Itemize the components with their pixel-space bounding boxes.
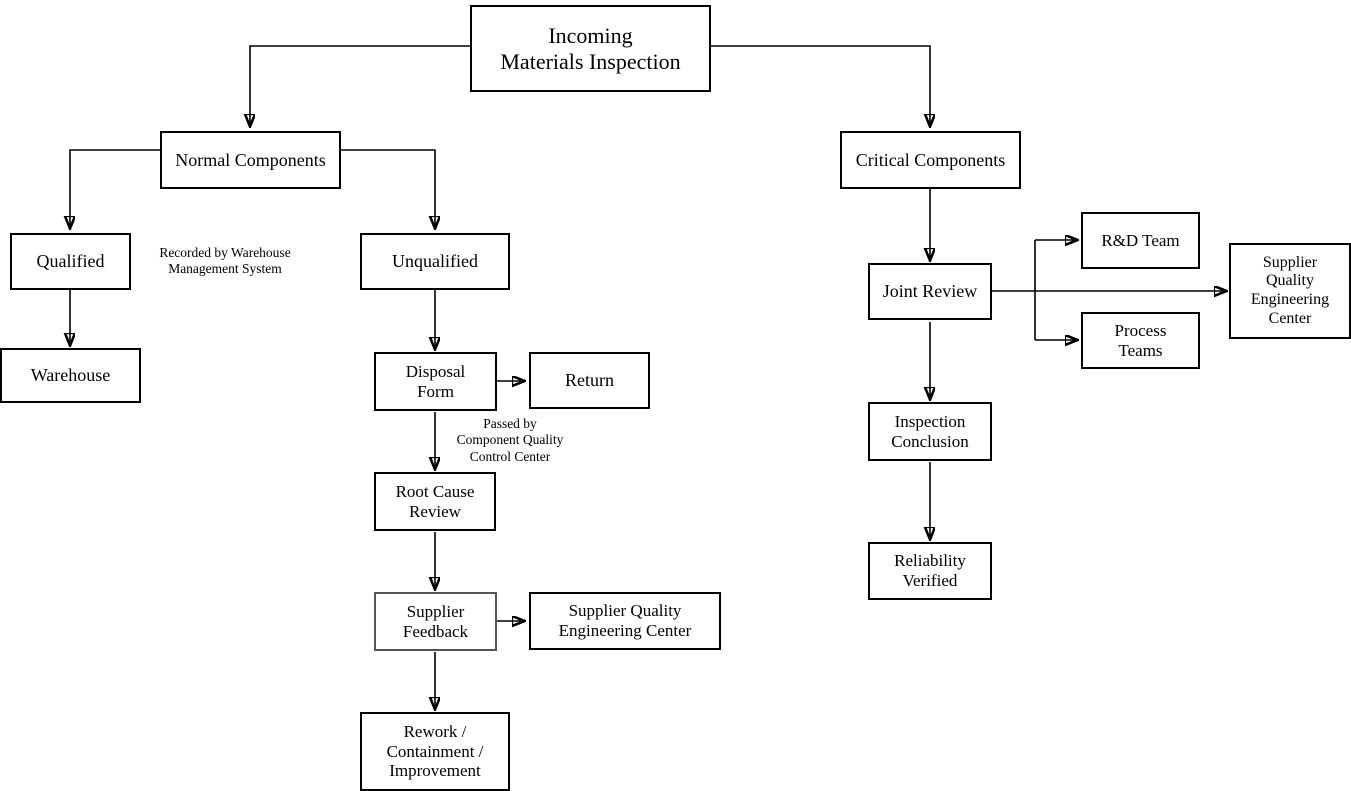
node-label: Incoming Materials Inspection [500,22,681,74]
edge-incoming-to-normal [250,45,470,126]
node-label: Supplier Feedback [402,601,469,641]
node-normal-components[interactable]: Normal Components [160,131,341,189]
node-unqualified[interactable]: Unqualified [360,233,510,290]
node-label: R&D Team [1101,230,1180,250]
edge-normal-to-unqualified [341,149,435,228]
node-rd-team[interactable]: R&D Team [1081,212,1200,269]
node-label: Reliability Verified [894,551,966,590]
node-label: Unqualified [392,251,478,272]
node-label: Rework / Containment / Improvement [386,721,484,781]
annotation-disposal-note: Passed by Component Quality Control Cent… [456,416,564,464]
node-label: Process Teams [1114,320,1167,360]
node-label: Root Cause Review [395,481,475,521]
node-qualified[interactable]: Qualified [10,233,131,290]
node-label: Qualified [36,251,105,272]
node-label: Inspection Conclusion [891,411,969,451]
node-label: Critical Components [855,149,1006,170]
node-label: Disposal Form [405,361,466,401]
node-inspection-conclusion[interactable]: Inspection Conclusion [868,402,992,461]
node-label: Return [565,370,614,391]
node-critical-components[interactable]: Critical Components [840,131,1021,189]
node-joint-review[interactable]: Joint Review [868,263,992,320]
node-supplier-quality-engineering-center-middle[interactable]: Supplier Quality Engineering Center [529,592,721,650]
node-supplier-quality-engineering-center-right[interactable]: Supplier Quality Engineering Center [1229,243,1351,339]
node-label: Joint Review [882,281,978,302]
node-process-teams[interactable]: Process Teams [1081,312,1200,369]
annotation-warehouse-note: Recorded by Warehouse Management System [159,245,291,277]
node-label: Supplier Quality Engineering Center [558,601,692,640]
edge-normal-to-qualified [70,149,160,228]
node-return[interactable]: Return [529,352,650,409]
edge-incoming-to-critical [711,45,930,126]
node-label: Supplier Quality Engineering Center [1250,253,1330,327]
node-rework-containment-improvement[interactable]: Rework / Containment / Improvement [360,712,510,791]
node-disposal-form[interactable]: Disposal Form [374,352,497,411]
node-incoming-materials-inspection[interactable]: Incoming Materials Inspection [470,5,711,92]
node-supplier-feedback[interactable]: Supplier Feedback [374,592,497,651]
node-label: Normal Components [175,149,326,170]
node-warehouse[interactable]: Warehouse [0,348,141,403]
node-root-cause-review[interactable]: Root Cause Review [374,472,496,531]
node-reliability-verified[interactable]: Reliability Verified [868,542,992,600]
node-label: Warehouse [30,365,111,386]
